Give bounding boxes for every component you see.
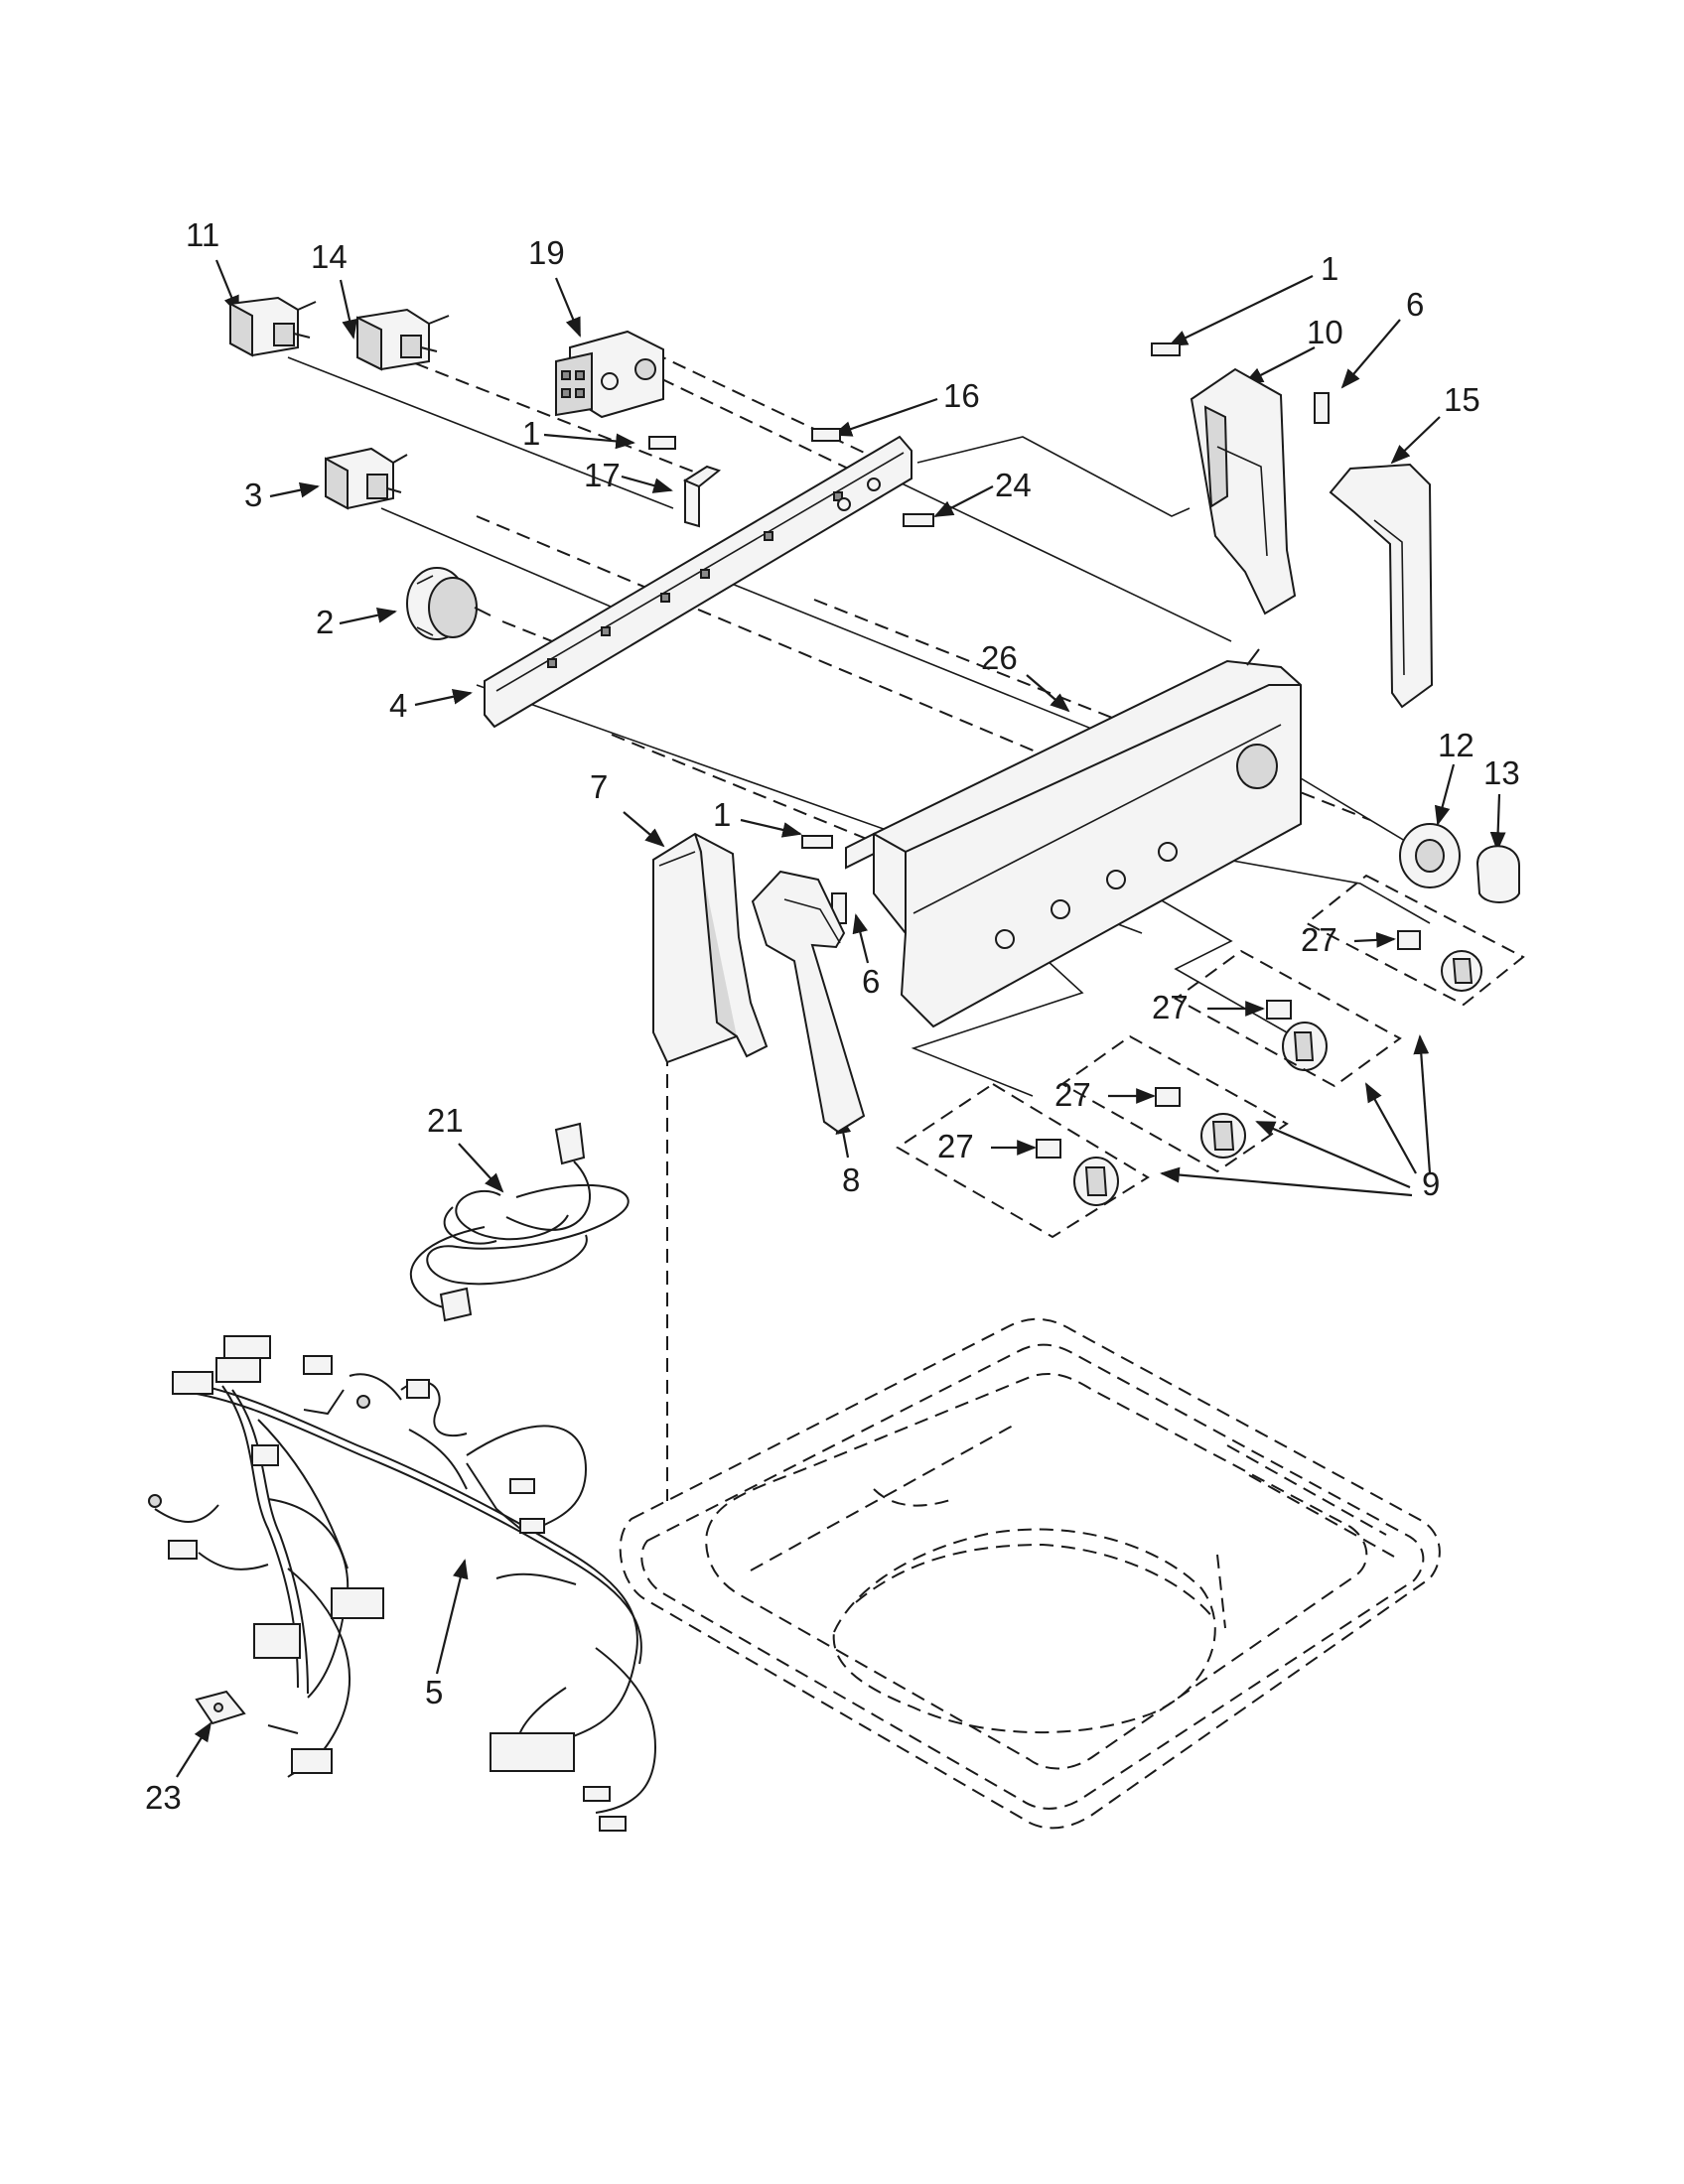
screw-1-right: [1151, 342, 1181, 356]
callout-5: 5: [425, 1674, 443, 1710]
clip-17: [682, 465, 722, 528]
screw-1-front: [801, 835, 833, 849]
callout-19: 19: [528, 234, 565, 271]
callout-1: 1: [522, 415, 540, 452]
callout-2: 2: [316, 604, 334, 640]
end-trim-left-8: [751, 870, 866, 1134]
callout-4: 4: [389, 687, 407, 724]
callout-27: 27: [937, 1128, 974, 1164]
switch-plate-2: [406, 567, 491, 640]
connectors: [148, 1335, 627, 1832]
callout-24: 24: [995, 467, 1032, 503]
callout-13: 13: [1483, 754, 1520, 791]
callout-9: 9: [1422, 1165, 1440, 1202]
callout-27: 27: [1152, 989, 1189, 1025]
knob-9-3: [1200, 1113, 1246, 1159]
screws: [648, 342, 1330, 924]
console-26: [845, 648, 1302, 1028]
end-trim-right-15: [1329, 463, 1434, 709]
callout-1: 1: [713, 796, 731, 833]
callout-27: 27: [1054, 1076, 1091, 1113]
callout-23: 23: [145, 1779, 182, 1816]
end-cap-left-7: [652, 832, 769, 1064]
callout-21: 21: [427, 1102, 464, 1139]
rotary-switch-11: [229, 296, 317, 357]
power-cord-21: [410, 1122, 630, 1322]
sensor-board-23: [195, 1690, 246, 1725]
end-cap-right-10: [1190, 367, 1297, 615]
assembly-guide-lines: [287, 342, 1431, 1501]
screw-1-top: [648, 436, 676, 450]
knob-9-1: [1441, 950, 1482, 992]
knob-13: [1475, 845, 1520, 903]
callout-6: 6: [862, 963, 880, 1000]
callout-6: 6: [1406, 286, 1424, 323]
callout-3: 3: [244, 477, 262, 513]
callout-8: 8: [842, 1161, 860, 1198]
callout-1: 1: [1321, 250, 1338, 287]
control-bracket-4: [484, 435, 912, 729]
callout-14: 14: [311, 238, 348, 275]
knob-ring-12: [1399, 823, 1461, 888]
rotary-switch-14: [356, 308, 450, 371]
callout-7: 7: [590, 768, 608, 805]
leader-arrows: [176, 259, 1506, 1778]
callout-15: 15: [1444, 381, 1480, 418]
timer-19: [555, 330, 664, 419]
screw-6-right: [1314, 392, 1330, 424]
knob-dashed-outlines: [896, 874, 1525, 1239]
callout-10: 10: [1307, 314, 1343, 350]
callout-labels: 11 14 19 1 10 6 16 15 1 17 24 3 2 26 4 1…: [145, 216, 1520, 1816]
callout-16: 16: [943, 377, 980, 414]
callout-12: 12: [1438, 727, 1474, 763]
cabinet-top-outline: [619, 1317, 1441, 1830]
wire-harness-5: [148, 1335, 657, 1832]
insert-27-group: [1036, 930, 1421, 1159]
knob-9-2: [1282, 1022, 1328, 1071]
screw-24: [903, 513, 934, 527]
knob-9-4: [1073, 1157, 1119, 1206]
callout-11: 11: [186, 216, 219, 253]
rotary-switch-3: [325, 447, 408, 510]
callout-27: 27: [1301, 921, 1337, 958]
screw-16: [811, 428, 841, 442]
callout-26: 26: [981, 639, 1018, 676]
